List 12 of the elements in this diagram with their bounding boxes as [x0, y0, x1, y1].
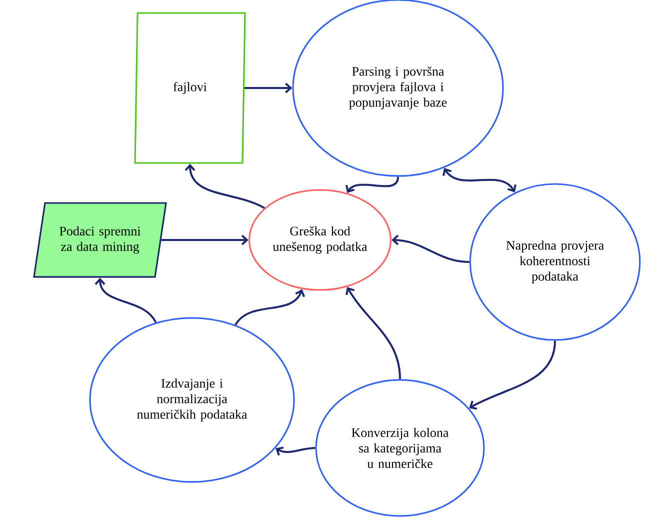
arrow [161, 234, 248, 246]
arrow [392, 234, 470, 263]
data-parallelogram: Podaci spremni za data mining [33, 202, 167, 278]
arrow [346, 286, 401, 380]
arrow [184, 164, 265, 209]
arrow [244, 82, 292, 94]
arrow [234, 289, 306, 326]
arrow [469, 340, 556, 410]
arrow [442, 168, 516, 192]
arrow [276, 446, 316, 456]
data-parallelogram: fajlovi [134, 12, 246, 164]
arrow [94, 278, 157, 323]
